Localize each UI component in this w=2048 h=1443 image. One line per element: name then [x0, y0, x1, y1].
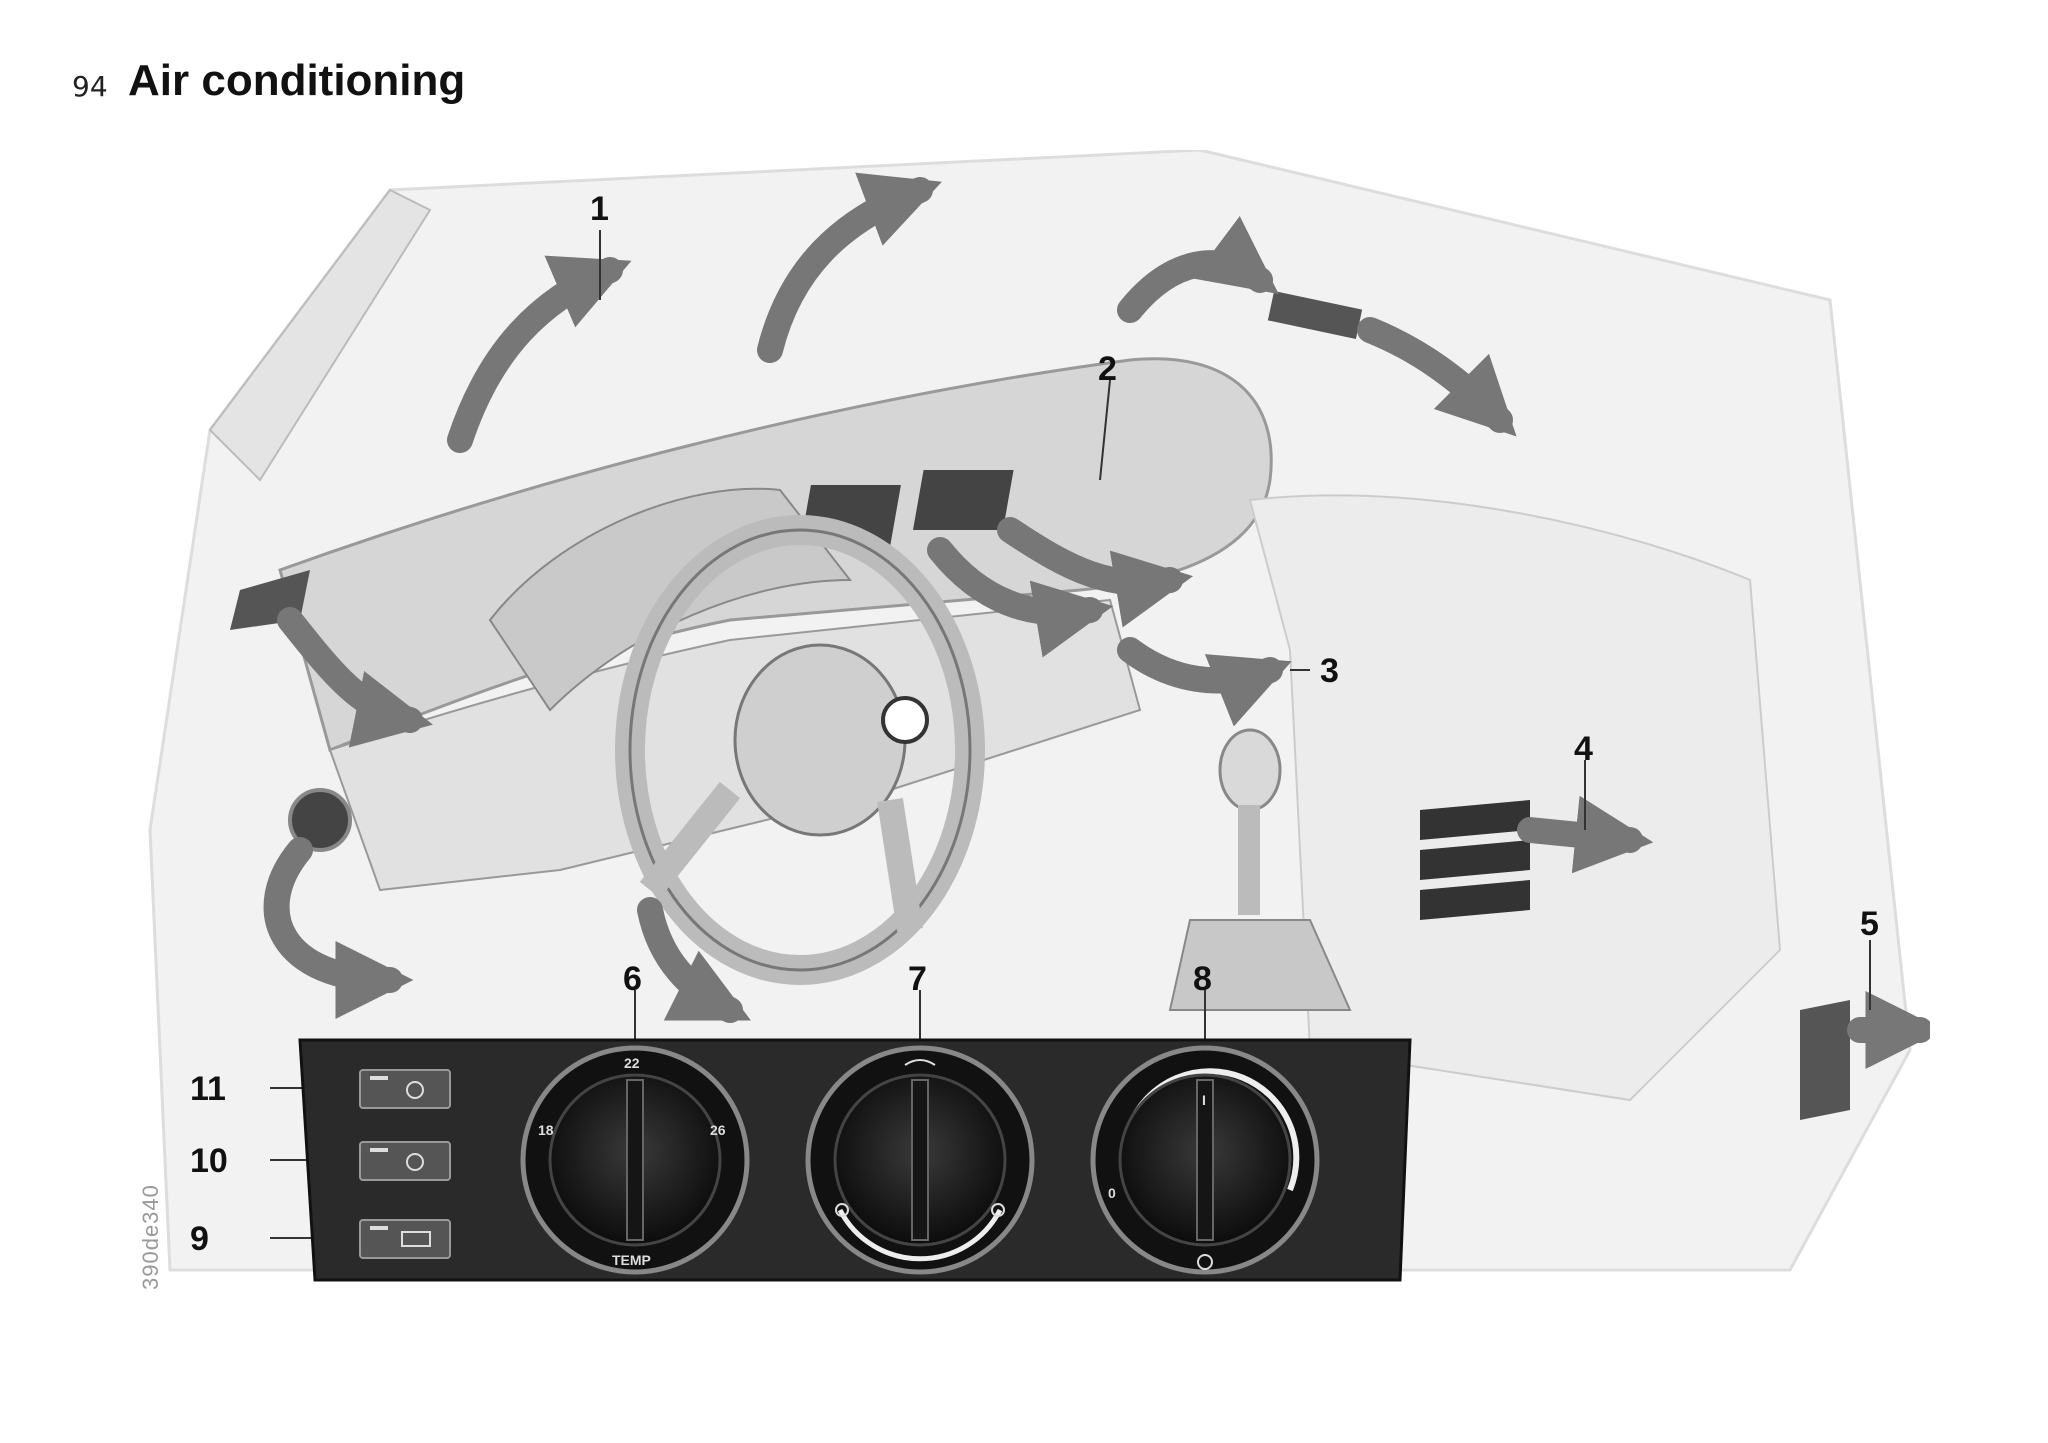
steering-wheel [615, 515, 985, 985]
ac-compressor-button[interactable] [359, 1141, 451, 1181]
callout-8: 8 [1193, 960, 1212, 998]
airflow-arrow-left-vent [277, 607, 433, 748]
footwell-icon [835, 1203, 849, 1217]
callout-7: 7 [908, 960, 927, 998]
ac-compressor-icon [406, 1153, 424, 1171]
airflow-arrow-footwell-6 [637, 897, 751, 1023]
callout-6: 6 [623, 960, 642, 998]
temp-label-26: 26 [710, 1122, 726, 1138]
rear-vents [1420, 800, 1530, 920]
blower-dial[interactable]: 0 I [1090, 1045, 1320, 1275]
rear-window-defroster-button[interactable] [359, 1219, 451, 1259]
callout-3: 3 [1320, 652, 1339, 690]
airflow-arrows [263, 172, 1930, 1069]
page-title: Air conditioning [128, 56, 466, 105]
airflow-arrow-center-1 [997, 517, 1194, 628]
airflow-arrow-center-2 [927, 537, 1114, 658]
dashboard-illustration: 1 2 3 4 5 6 7 8 9 10 11 [130, 150, 1930, 1350]
airflow-arrow-windshield-center [757, 172, 942, 363]
callout-10: 10 [190, 1142, 228, 1180]
temperature-dial[interactable]: 18 22 26 TEMP [520, 1045, 750, 1275]
callout-11: 11 [190, 1070, 226, 1108]
recirculation-icon [406, 1081, 424, 1099]
temp-label-22: 22 [624, 1055, 640, 1071]
blower-label-1: I [1202, 1092, 1206, 1108]
airflow-arrow-rear-4 [1517, 795, 1654, 874]
page-number: 94 [72, 70, 108, 103]
airflow-arrow-windshield-left [447, 255, 632, 453]
blower-label-0: 0 [1108, 1185, 1116, 1201]
gear-lever [1168, 728, 1352, 1011]
callout-4: 4 [1574, 730, 1593, 768]
temp-label: TEMP [612, 1252, 651, 1268]
airflow-arrow-left-footwell [263, 837, 414, 1019]
callout-2: 2 [1098, 350, 1117, 388]
face-vent-icon [991, 1203, 1005, 1217]
callout-9: 9 [190, 1220, 209, 1258]
recirculation-button[interactable] [359, 1069, 451, 1109]
figure-code: 390de340 [138, 1184, 163, 1290]
temp-label-18: 18 [538, 1122, 554, 1138]
fan-icon [1197, 1254, 1213, 1270]
airflow-arrow-side-window [1117, 216, 1279, 323]
defrost-icon [904, 1059, 936, 1066]
callout-1: 1 [590, 190, 609, 228]
air-distribution-dial[interactable] [805, 1045, 1035, 1275]
airflow-arrow-footwell-3 [1117, 637, 1292, 727]
climate-control-panel: 18 22 26 TEMP 0 I [298, 1038, 1412, 1282]
rear-window-defroster-icon [401, 1231, 431, 1247]
airflow-arrow-passenger [1357, 317, 1517, 437]
callout-5: 5 [1860, 905, 1879, 943]
